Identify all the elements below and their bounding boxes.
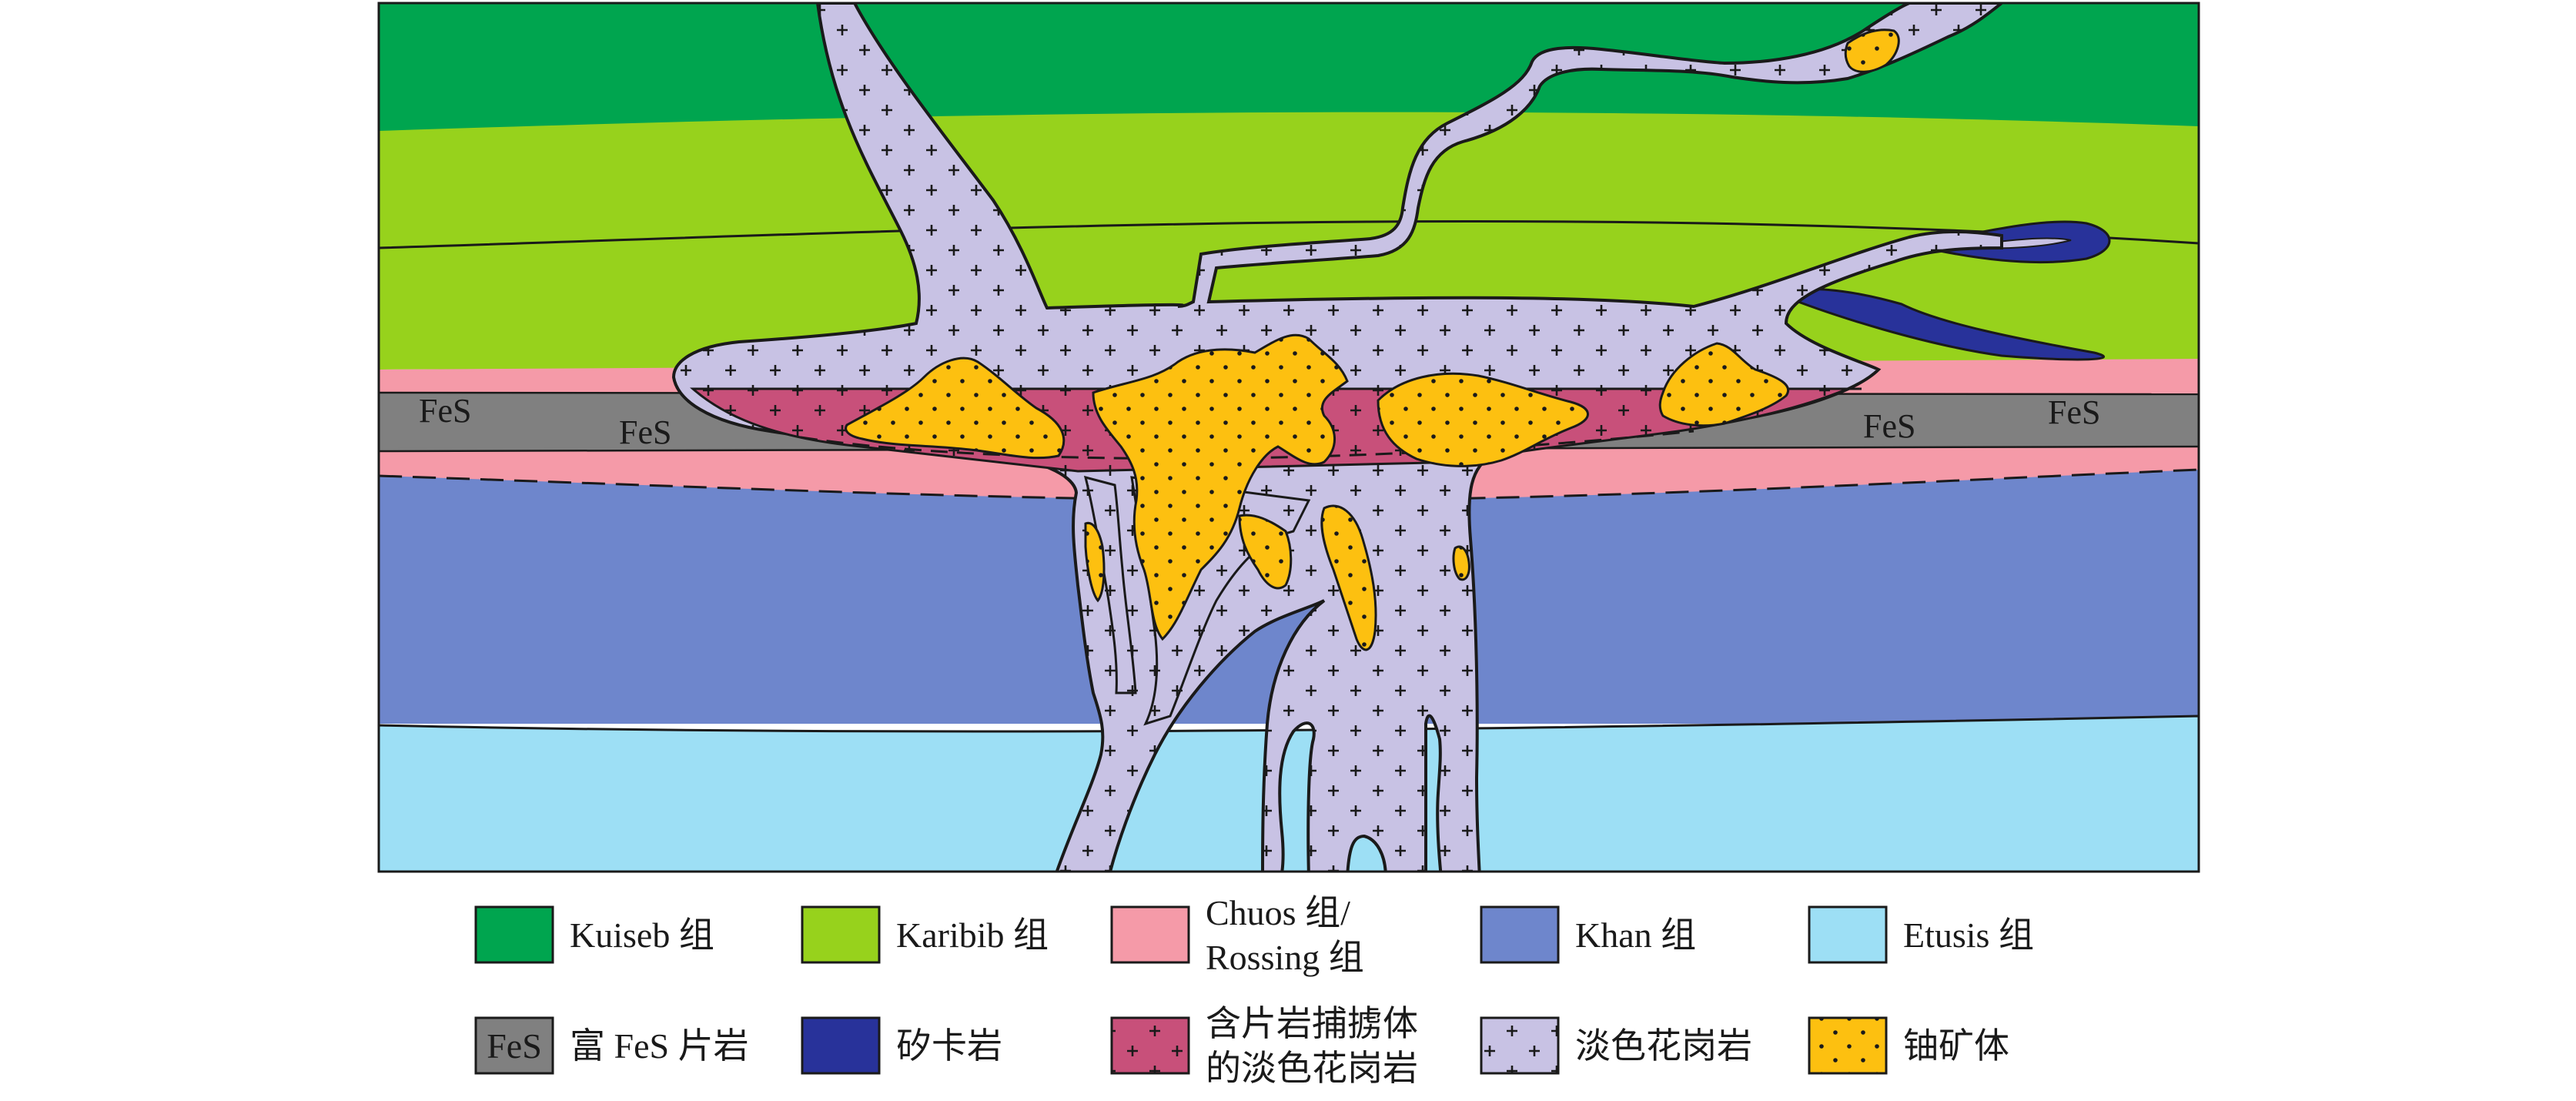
legend-item-fes-schist: FeS 富 FeS 片岩	[474, 1016, 749, 1075]
legend-item-kuiseb: Kuiseb 组	[474, 905, 714, 964]
uranium-ore-body-7	[1320, 504, 1377, 651]
uranium-ore-body-1	[845, 356, 1066, 460]
legend-swatch-kuiseb	[474, 905, 554, 964]
fes-label-2: FeS	[619, 413, 671, 451]
legend-item-khan: Khan 组	[1480, 905, 1696, 964]
legend-label: 淡色花岗岩	[1575, 1026, 1752, 1066]
legend-label: Kuiseb 组	[570, 915, 714, 955]
skarn-body-lower	[1775, 288, 2105, 361]
fes-label-4: FeS	[2048, 393, 2100, 431]
etusis-layer	[379, 714, 2199, 872]
legend-item-karibib: Karibib 组	[801, 905, 1049, 964]
legend-label: 含片岩捕掳体	[1206, 1004, 1418, 1043]
legend-label: Chuos 组/	[1206, 893, 1350, 932]
legend-swatch-khan	[1480, 905, 1560, 964]
xenolith-dashed-bottom	[800, 430, 1694, 460]
uranium-ore-body-2	[1092, 333, 1349, 641]
legend-label: 的淡色花岗岩	[1206, 1049, 1418, 1088]
karibib-inner-boundary	[379, 219, 2199, 249]
legend-swatch-uranium-ore	[1808, 1016, 1888, 1075]
fes-label-3: FeS	[1863, 407, 1915, 445]
legend-item-uranium-ore: 铀矿体	[1808, 1016, 2009, 1075]
legend-label: Khan 组	[1575, 915, 1696, 955]
uranium-ore-body-4	[1658, 342, 1789, 427]
legend-swatch-fes-schist	[474, 1016, 554, 1075]
legend-swatch-leucogranite	[1480, 1016, 1560, 1075]
legend-item-skarn: 矽卡岩	[801, 1016, 1002, 1075]
fes-label-1: FeS	[419, 392, 471, 430]
cross-section-frame	[377, 2, 2200, 873]
legend-item-etusis: Etusis 组	[1808, 905, 2034, 964]
legend: Kuiseb 组 Karibib 组 Chuos 组/Rossing 组 Khan 组…	[474, 893, 2034, 1088]
uranium-ore-body-8	[1452, 545, 1470, 581]
legend-label: Rossing 组	[1206, 938, 1364, 977]
uranium-ore-body-5	[1844, 28, 1900, 73]
legend-swatch-rossing	[1110, 905, 1190, 964]
legend-item-leucogranite: 淡色花岗岩	[1480, 1016, 1752, 1075]
legend-swatch-karibib	[801, 905, 881, 964]
legend-label: 矽卡岩	[896, 1026, 1002, 1066]
uranium-ore-body-3	[1377, 372, 1589, 467]
legend-swatch-skarn	[801, 1016, 881, 1075]
uranium-ore-body-9	[1084, 521, 1106, 603]
uranium-ore-body-6	[1238, 514, 1293, 590]
legend-label: 铀矿体	[1903, 1026, 2009, 1066]
legend-swatch-xenolith-granite	[1110, 1016, 1190, 1075]
legend-label: Karibib 组	[896, 915, 1049, 955]
cross-section: FeS FeS FeS FeS	[379, 3, 2199, 872]
legend-item-rossing: Chuos 组/Rossing 组	[1110, 893, 1364, 977]
legend-label: Etusis 组	[1903, 915, 2034, 955]
legend-swatch-etusis	[1808, 905, 1888, 964]
legend-label: 富 FeS 片岩	[570, 1026, 749, 1066]
legend-swatch-label: FeS	[487, 1026, 542, 1066]
